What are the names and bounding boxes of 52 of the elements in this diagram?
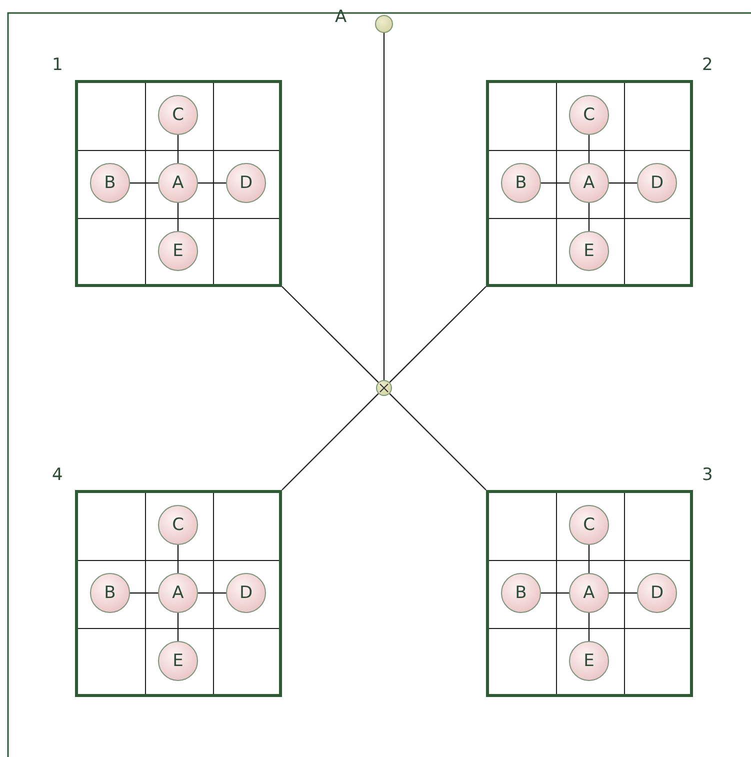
node-circle: D — [226, 163, 266, 203]
node-circle: E — [158, 231, 198, 271]
connector-line — [177, 203, 179, 231]
node-circle: C — [569, 95, 609, 135]
junction-circle — [376, 380, 392, 396]
node-circle: B — [90, 163, 130, 203]
connector-line — [198, 182, 226, 184]
terminal-circle — [375, 15, 393, 33]
connector-line — [177, 545, 179, 573]
connector-line — [389, 286, 486, 383]
connector-line — [177, 613, 179, 641]
connector-line — [541, 182, 569, 184]
node-circle: B — [501, 573, 541, 613]
terminal-label: A — [335, 9, 347, 26]
node-circle: A — [158, 163, 198, 203]
node-circle: B — [90, 573, 130, 613]
connector-line — [588, 545, 590, 573]
connector-line — [177, 135, 179, 163]
connector-line — [588, 203, 590, 231]
connector-line — [541, 592, 569, 594]
node-circle: A — [569, 163, 609, 203]
grid-box — [486, 80, 693, 287]
connector-line — [389, 393, 486, 490]
node-circle: E — [569, 231, 609, 271]
grid-box — [486, 490, 693, 697]
connector-line — [609, 182, 637, 184]
grid-box — [75, 80, 282, 287]
connector-line — [588, 135, 590, 163]
connector-line — [282, 393, 379, 490]
node-circle: D — [637, 573, 677, 613]
connector-line — [198, 592, 226, 594]
node-circle: E — [158, 641, 198, 681]
grid-box — [75, 490, 282, 697]
node-circle: E — [569, 641, 609, 681]
grid-number: 3 — [702, 467, 713, 484]
grid-number: 1 — [52, 57, 63, 74]
connector-line — [588, 613, 590, 641]
node-circle: B — [501, 163, 541, 203]
node-circle: C — [569, 505, 609, 545]
connector-line — [130, 592, 158, 594]
node-circle: A — [158, 573, 198, 613]
connector-line — [282, 286, 379, 383]
node-circle: C — [158, 95, 198, 135]
node-circle: A — [569, 573, 609, 613]
grid-number: 2 — [702, 57, 713, 74]
connector-line — [383, 33, 385, 380]
connector-line — [609, 592, 637, 594]
node-circle: D — [637, 163, 677, 203]
grid-number: 4 — [52, 467, 63, 484]
node-circle: D — [226, 573, 266, 613]
connector-line — [130, 182, 158, 184]
node-circle: C — [158, 505, 198, 545]
